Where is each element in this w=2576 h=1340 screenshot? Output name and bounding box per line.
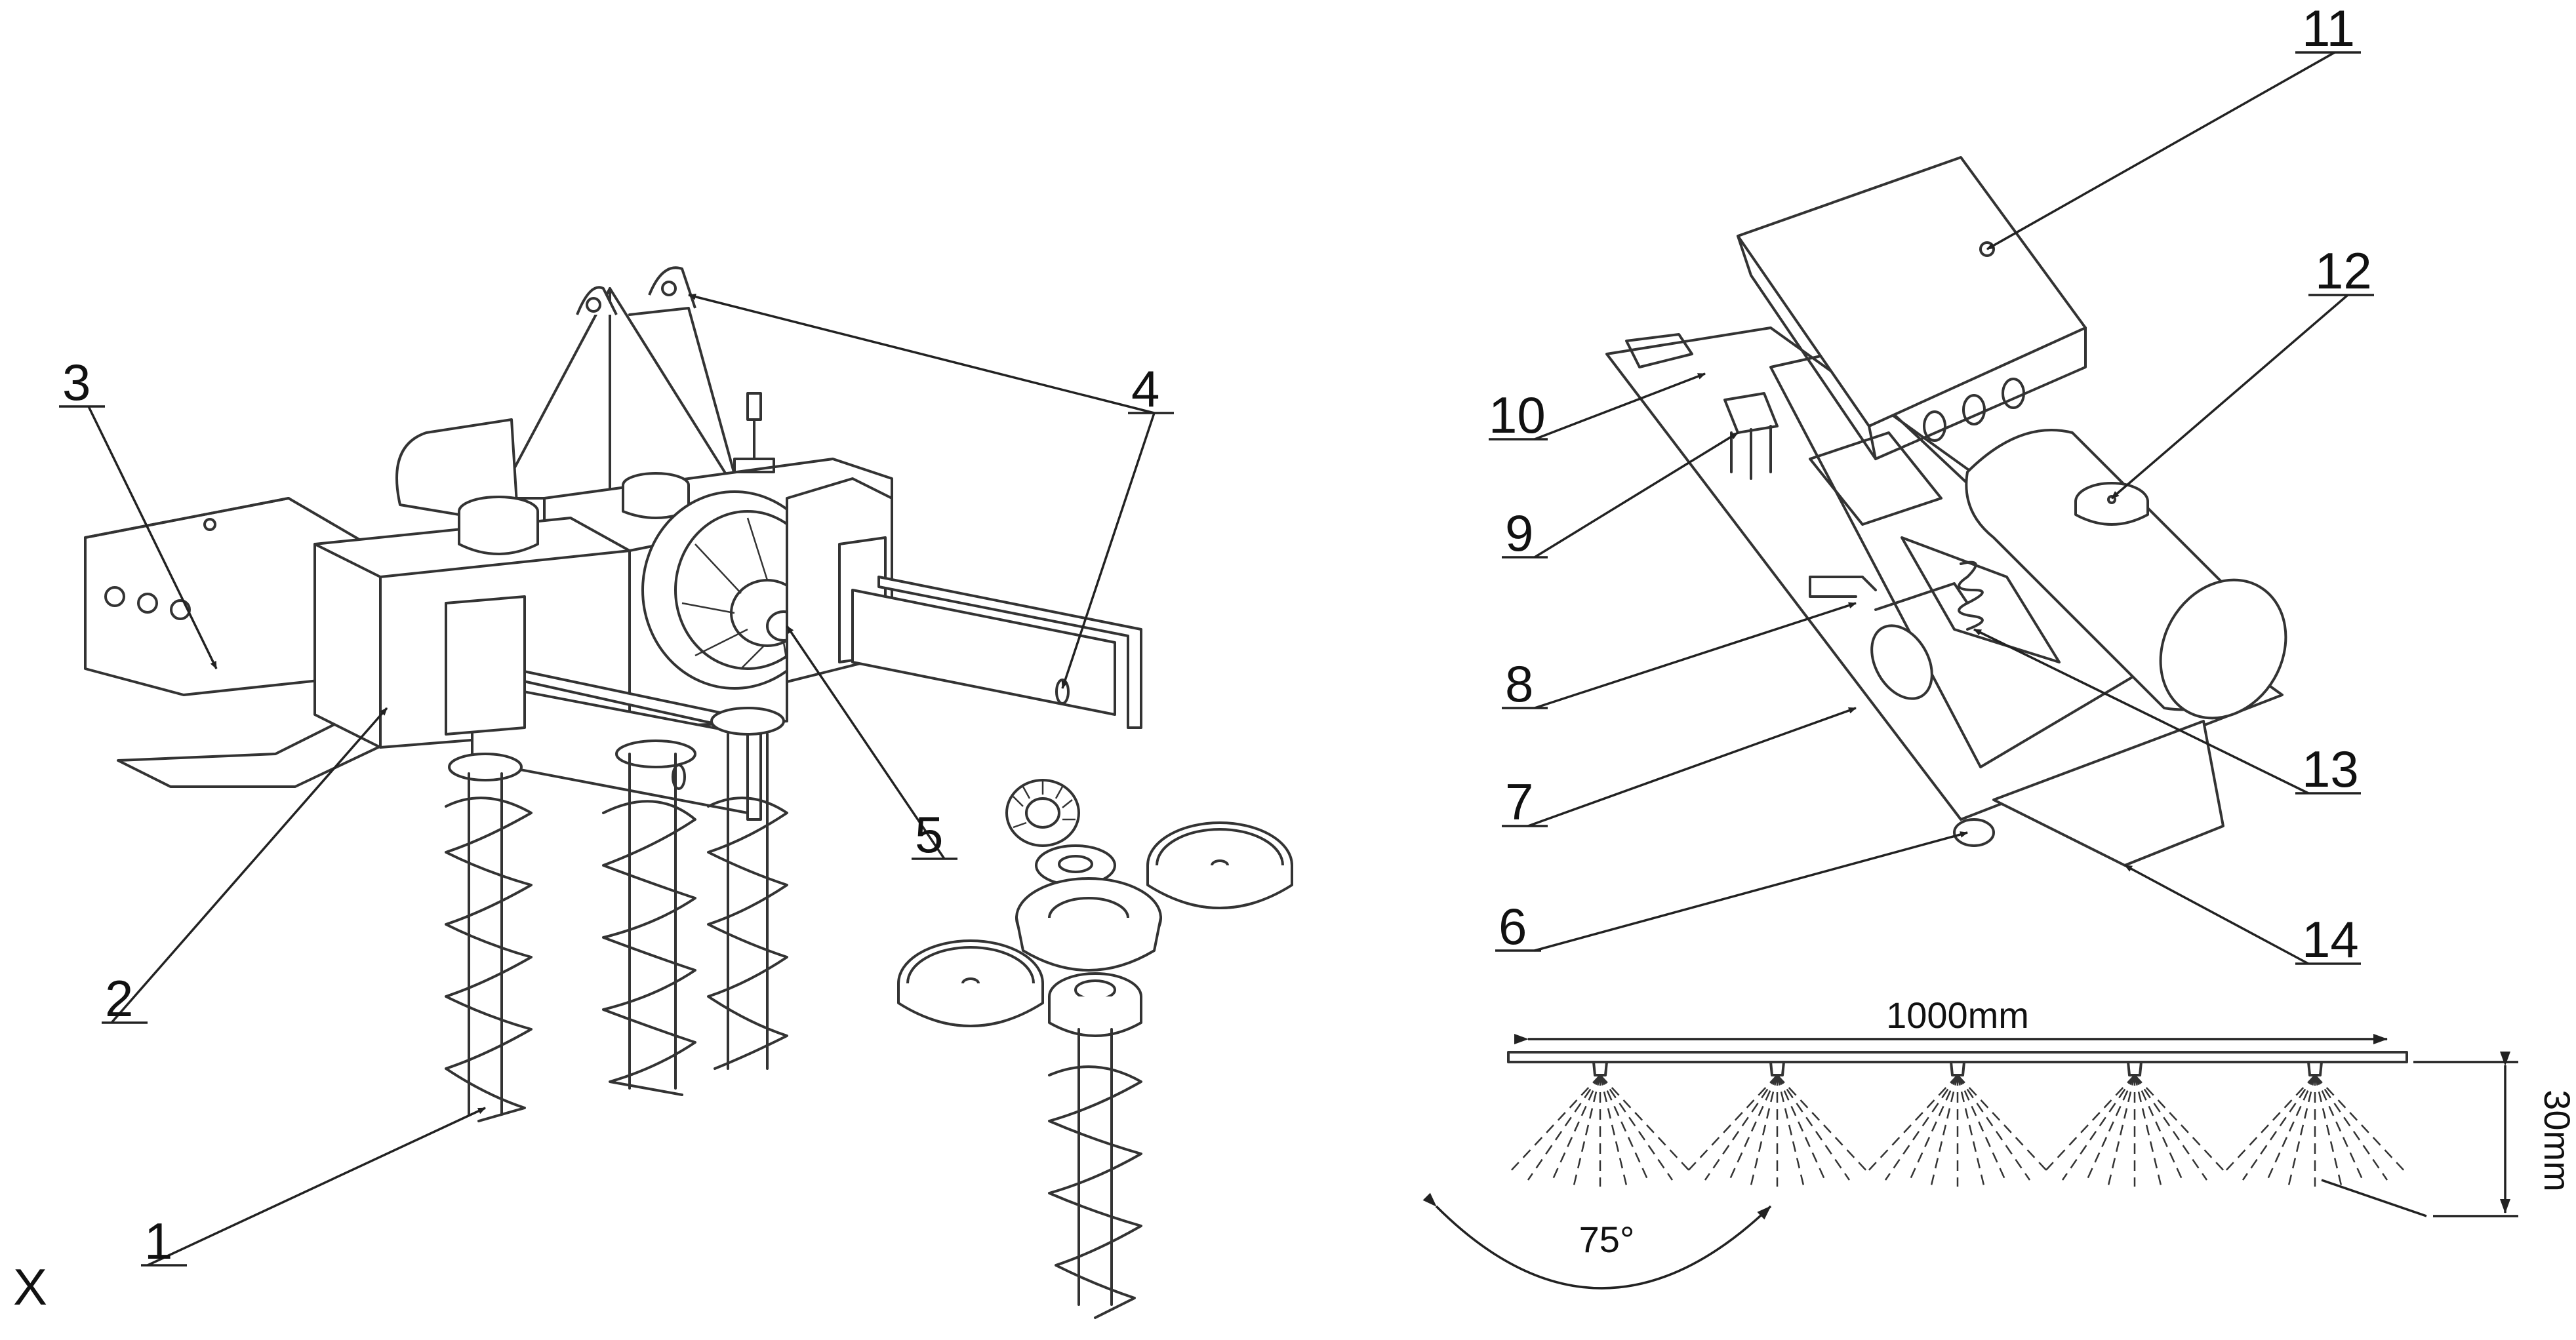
dimension-angle-label: 75° bbox=[1579, 1219, 1635, 1260]
callout-11: 11 bbox=[1986, 0, 2361, 250]
callout-label-4: 4 bbox=[1131, 360, 1159, 418]
auger-left bbox=[445, 753, 533, 1122]
callout-1: 1 bbox=[141, 1107, 486, 1270]
callout-label-2: 2 bbox=[105, 970, 133, 1027]
callout-label-12: 12 bbox=[2315, 242, 2372, 300]
callout-10: 10 bbox=[1489, 372, 1706, 444]
callout-4: 4 bbox=[688, 293, 1174, 689]
dimension-width-label: 1000mm bbox=[1886, 995, 2029, 1036]
dimension-height: 30mm bbox=[2321, 1052, 2576, 1217]
callout-label-6: 6 bbox=[1499, 897, 1527, 955]
callout-label-3: 3 bbox=[62, 353, 91, 411]
callout-label-11: 11 bbox=[2302, 0, 2355, 57]
callout-5: 5 bbox=[786, 625, 957, 863]
auger-right bbox=[707, 707, 788, 1070]
auger-middle bbox=[602, 739, 696, 1096]
callout-3: 3 bbox=[59, 353, 218, 669]
callout-7: 7 bbox=[1502, 707, 1857, 831]
callout-label-8: 8 bbox=[1505, 655, 1533, 713]
callout-12: 12 bbox=[2110, 242, 2374, 500]
spray-nozzles bbox=[1508, 1061, 2407, 1187]
spray-bar bbox=[1507, 1051, 2408, 1063]
drilling-machine-assembly bbox=[84, 266, 1142, 1122]
callout-label-9: 9 bbox=[1505, 504, 1533, 562]
callout-2: 2 bbox=[102, 707, 388, 1027]
dimension-angle: 75° bbox=[1422, 1192, 1772, 1290]
callout-6: 6 bbox=[1495, 831, 1968, 955]
dimension-width: 1000mm bbox=[1514, 995, 2388, 1044]
callout-label-10: 10 bbox=[1489, 386, 1546, 444]
callout-label-13: 13 bbox=[2302, 740, 2359, 798]
flange-wheel bbox=[641, 490, 828, 690]
callout-14: 14 bbox=[2124, 864, 2361, 968]
dimension-height-label: 30mm bbox=[2537, 1090, 2576, 1192]
gear-train-detail bbox=[897, 779, 1293, 1319]
callout-13: 13 bbox=[1973, 628, 2361, 798]
axis-mark: X bbox=[13, 1258, 47, 1316]
callout-8: 8 bbox=[1502, 602, 1857, 713]
callout-label-1: 1 bbox=[144, 1212, 172, 1270]
callout-label-7: 7 bbox=[1505, 773, 1533, 831]
callout-label-14: 14 bbox=[2302, 911, 2359, 968]
callout-9: 9 bbox=[1502, 431, 1739, 562]
callout-label-5: 5 bbox=[915, 806, 943, 863]
